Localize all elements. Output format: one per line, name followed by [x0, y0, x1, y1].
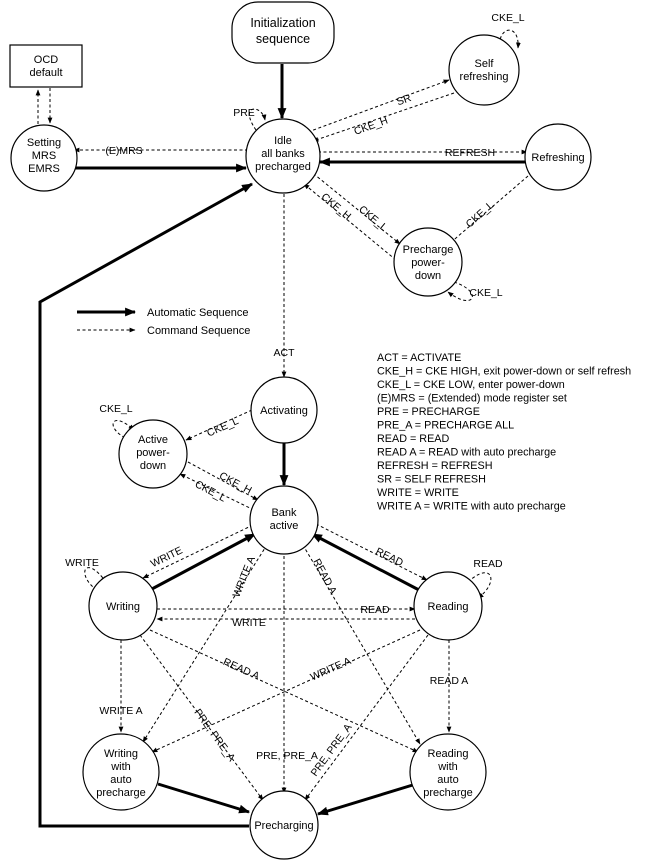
edge-label-read-wr: READ	[360, 604, 390, 616]
edge-ba-to-writing	[142, 524, 254, 579]
edge-label-cke-h-pd: CKE_H	[319, 191, 354, 223]
abbreviation-list: ACT = ACTIVATE CKE_H = CKE HIGH, exit po…	[377, 352, 631, 513]
edge-label-refresh: REFRESH	[445, 147, 495, 159]
node-reading	[413, 571, 483, 641]
edge-label-cke-l-pd: CKE_L	[356, 203, 389, 234]
edge-writing-ap-to-precharging	[157, 782, 251, 814]
definition-line: ACT = ACTIVATE	[377, 352, 461, 364]
edge-label-pre-left: PRE, PRE_A	[191, 707, 237, 764]
edge-label-write-a-ba: WRITE A	[231, 555, 258, 600]
edge-label-cke-h-self: CKE_H	[352, 115, 389, 138]
node-precharge-powerdown	[393, 227, 463, 297]
node-activating	[250, 376, 318, 444]
edge-label-read-a-ba: READ A	[310, 557, 339, 597]
label-precharging: Precharging	[254, 820, 313, 832]
node-idle	[245, 118, 321, 194]
edge-label-emrs: (E)MRS	[105, 145, 142, 157]
edge-label-read-ba: READ	[374, 546, 406, 570]
edge-reading-to-precharging	[304, 634, 429, 801]
node-setting-mrs	[10, 124, 78, 192]
node-precharging	[249, 790, 319, 860]
edge-label-write-rd: WRITE	[232, 617, 266, 629]
definition-line: READ A = READ with auto precharge	[377, 447, 556, 459]
edge-label-act: ACT	[274, 347, 296, 359]
edge-label-cke-l-act: CKE_L	[205, 415, 240, 440]
label-reading: Reading	[428, 601, 469, 613]
edge-label-sr: SR	[395, 92, 413, 108]
loop-idle-pre	[249, 108, 267, 131]
node-self-refreshing	[448, 34, 520, 106]
edge-label-pre-mid: PRE, PRE_A	[256, 750, 318, 762]
definition-line: WRITE = WRITE	[377, 487, 459, 499]
edge-pd-to-idle	[303, 183, 397, 261]
edge-label-cke-l-self: CKE_L	[491, 12, 524, 24]
edge-label-write-a-w: WRITE A	[99, 705, 142, 717]
legend: Automatic Sequence Command Sequence	[77, 307, 250, 337]
edge-reading-to-writing-ap	[151, 629, 421, 753]
edge-ba-to-reading-ap	[299, 539, 421, 745]
node-writing-ap	[82, 733, 160, 811]
edge-label-cke-l-active-loop: CKE_L	[99, 403, 132, 415]
node-writing	[88, 571, 158, 641]
definition-line: CKE_L = CKE LOW, enter power-down	[377, 379, 565, 391]
loop-reading	[467, 572, 492, 599]
edge-ref-to-pd	[448, 175, 529, 245]
edge-reading-ap-to-precharging	[316, 782, 417, 816]
loop-writing	[84, 567, 107, 591]
definition-line: REFRESH = REFRESH	[377, 460, 493, 472]
edge-self-to-idle	[312, 92, 455, 142]
edge-label-read-loop: READ	[473, 558, 503, 570]
node-bank-active	[249, 485, 319, 555]
edge-label-write-loop: WRITE	[65, 557, 99, 569]
edge-act-to-apd	[185, 409, 253, 441]
edge-ba-to-writing-ap	[142, 539, 271, 743]
definition-line: SR = SELF REFRESH	[377, 474, 486, 486]
definition-line: CKE_H = CKE HIGH, exit power-down or sel…	[377, 366, 631, 378]
node-ocd-default	[9, 44, 83, 88]
edge-reading-to-ba	[311, 532, 420, 592]
edge-writing-to-ba	[149, 532, 256, 592]
definition-line: WRITE A = WRITE with auto precharge	[377, 501, 566, 513]
node-active-powerdown	[118, 419, 188, 489]
edge-label-write-a-r: WRITE A	[309, 655, 353, 684]
definition-line: PRE_A = PRECHARGE ALL	[377, 420, 514, 432]
edge-label-cke-l-pd-loop: CKE_L	[469, 287, 502, 299]
node-initialization	[231, 1, 335, 64]
edge-ba-to-reading	[315, 523, 428, 581]
legend-command-label: Command Sequence	[147, 325, 250, 337]
edge-label-read-a-w: READ A	[221, 656, 261, 683]
edge-label-pre-loop: PRE	[233, 107, 255, 119]
legend-automatic-label: Automatic Sequence	[147, 307, 249, 319]
edge-ba-to-apd	[179, 473, 255, 511]
definition-line: (E)MRS = (Extended) mode register set	[377, 393, 567, 405]
node-refreshing	[524, 123, 592, 191]
label-activating: Activating	[260, 405, 308, 417]
edge-precharging-to-idle	[38, 182, 253, 828]
edge-idle-to-pd	[308, 169, 401, 245]
edge-writing-to-precharging	[139, 634, 264, 801]
label-refreshing: Refreshing	[531, 152, 584, 164]
definition-line: READ = READ	[377, 433, 450, 445]
node-reading-ap	[409, 733, 487, 811]
loop-pd	[447, 281, 473, 302]
edge-apd-to-ba	[187, 461, 259, 501]
label-writing: Writing	[106, 601, 140, 613]
edge-label-read-a-r: READ A	[430, 675, 469, 687]
definition-line: PRE = PRECHARGE	[377, 406, 480, 418]
edge-label-cke-l-ref: CKE_L	[464, 199, 497, 230]
